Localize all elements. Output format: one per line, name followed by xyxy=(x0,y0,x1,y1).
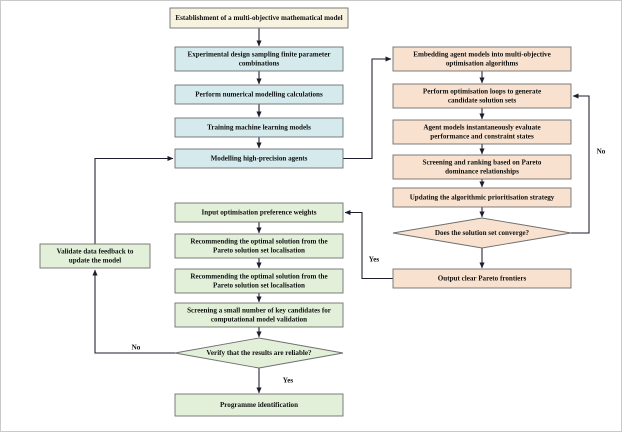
node-shape-rect xyxy=(392,187,572,208)
node-shape-diamond xyxy=(174,337,344,369)
flow-node-experimental-design[interactable]: Experimental design sampling finite para… xyxy=(174,46,344,72)
node-shape-rect xyxy=(392,46,572,72)
node-shape-rect xyxy=(392,119,572,145)
node-shape-rect xyxy=(392,268,572,289)
node-shape-rect xyxy=(169,7,349,29)
node-shape-diamond xyxy=(392,217,572,249)
node-shape-rect xyxy=(174,117,344,138)
node-shape-rect xyxy=(392,83,572,109)
flow-node-training-ml[interactable]: Training machine learning models xyxy=(174,117,344,138)
flow-node-recommend-optimal-1[interactable]: Recommending the optimal solution from t… xyxy=(174,233,344,259)
nodes-layer: Establishment of a multi-objective mathe… xyxy=(39,7,572,417)
node-label-establishment: Establishment of a multi-objective mathe… xyxy=(175,14,342,22)
edge-output-to-input-weights xyxy=(344,209,393,280)
edge-validate-to-modelling xyxy=(94,155,174,244)
node-label-numerical-modelling: Perform numerical modelling calculations xyxy=(195,90,323,98)
edge-converge-no-to-loops xyxy=(571,93,590,234)
flow-node-programme-identification[interactable]: Programme identification xyxy=(174,393,344,417)
node-label-input-weights: Input optimisation preference weights xyxy=(201,208,316,216)
flow-node-establishment[interactable]: Establishment of a multi-objective mathe… xyxy=(169,7,349,29)
node-shape-rect xyxy=(392,154,572,180)
node-shape-rect xyxy=(174,233,344,259)
flow-node-updating-strategy[interactable]: Updating the algorithmic prioritisation … xyxy=(392,187,572,208)
flow-node-numerical-modelling[interactable]: Perform numerical modelling calculations xyxy=(174,84,344,105)
node-label-embedding-agent-models: Embedding agent models into multi-object… xyxy=(413,50,551,67)
node-label-recommend-optimal-2: Recommending the optimal solution from t… xyxy=(190,272,327,289)
node-shape-rect xyxy=(39,243,151,269)
node-label-training-ml: Training machine learning models xyxy=(207,123,311,131)
node-shape-rect xyxy=(174,84,344,105)
node-label-verify-results: Verify that the results are reliable? xyxy=(206,349,312,357)
edge-verify-no-to-validate xyxy=(92,269,175,354)
node-label-updating-strategy: Updating the algorithmic prioritisation … xyxy=(410,193,555,201)
node-shape-rect xyxy=(174,268,344,294)
node-label-modelling-agents: Modelling high-precision agents xyxy=(211,154,308,162)
node-label-solution-converge: Does the solution set converge? xyxy=(435,229,530,237)
node-label-screening-key-candidates: Screening a small number of key candidat… xyxy=(187,306,331,323)
edge-label-no-right: No xyxy=(597,148,606,156)
node-label-experimental-design: Experimental design sampling finite para… xyxy=(187,50,330,67)
flow-node-recommend-optimal-2[interactable]: Recommending the optimal solution from t… xyxy=(174,268,344,294)
edge-label-yes-right: Yes xyxy=(369,256,380,264)
connector-layer xyxy=(92,28,590,394)
flow-node-verify-results[interactable]: Verify that the results are reliable? xyxy=(174,337,344,369)
flow-node-input-weights[interactable]: Input optimisation preference weights xyxy=(174,202,344,223)
node-shape-rect xyxy=(174,46,344,72)
edge-label-no-left: No xyxy=(132,344,141,352)
flow-node-solution-converge[interactable]: Does the solution set converge? xyxy=(392,217,572,249)
node-shape-rect xyxy=(174,148,344,169)
flow-node-embedding-agent-models[interactable]: Embedding agent models into multi-object… xyxy=(392,46,572,72)
node-shape-rect xyxy=(174,202,344,223)
flow-node-modelling-agents[interactable]: Modelling high-precision agents xyxy=(174,148,344,169)
edge-label-yes-bottom: Yes xyxy=(283,377,294,385)
node-label-output-pareto: Output clear Pareto frontiers xyxy=(438,274,527,282)
node-shape-rect xyxy=(174,393,344,417)
node-label-recommend-optimal-1: Recommending the optimal solution from t… xyxy=(190,237,327,254)
flow-node-output-pareto[interactable]: Output clear Pareto frontiers xyxy=(392,268,572,289)
node-shape-rect xyxy=(174,302,344,328)
node-label-programme-identification: Programme identification xyxy=(220,401,298,409)
flow-node-screening-key-candidates[interactable]: Screening a small number of key candidat… xyxy=(174,302,344,328)
edge-modelling-to-embedding xyxy=(343,56,392,160)
